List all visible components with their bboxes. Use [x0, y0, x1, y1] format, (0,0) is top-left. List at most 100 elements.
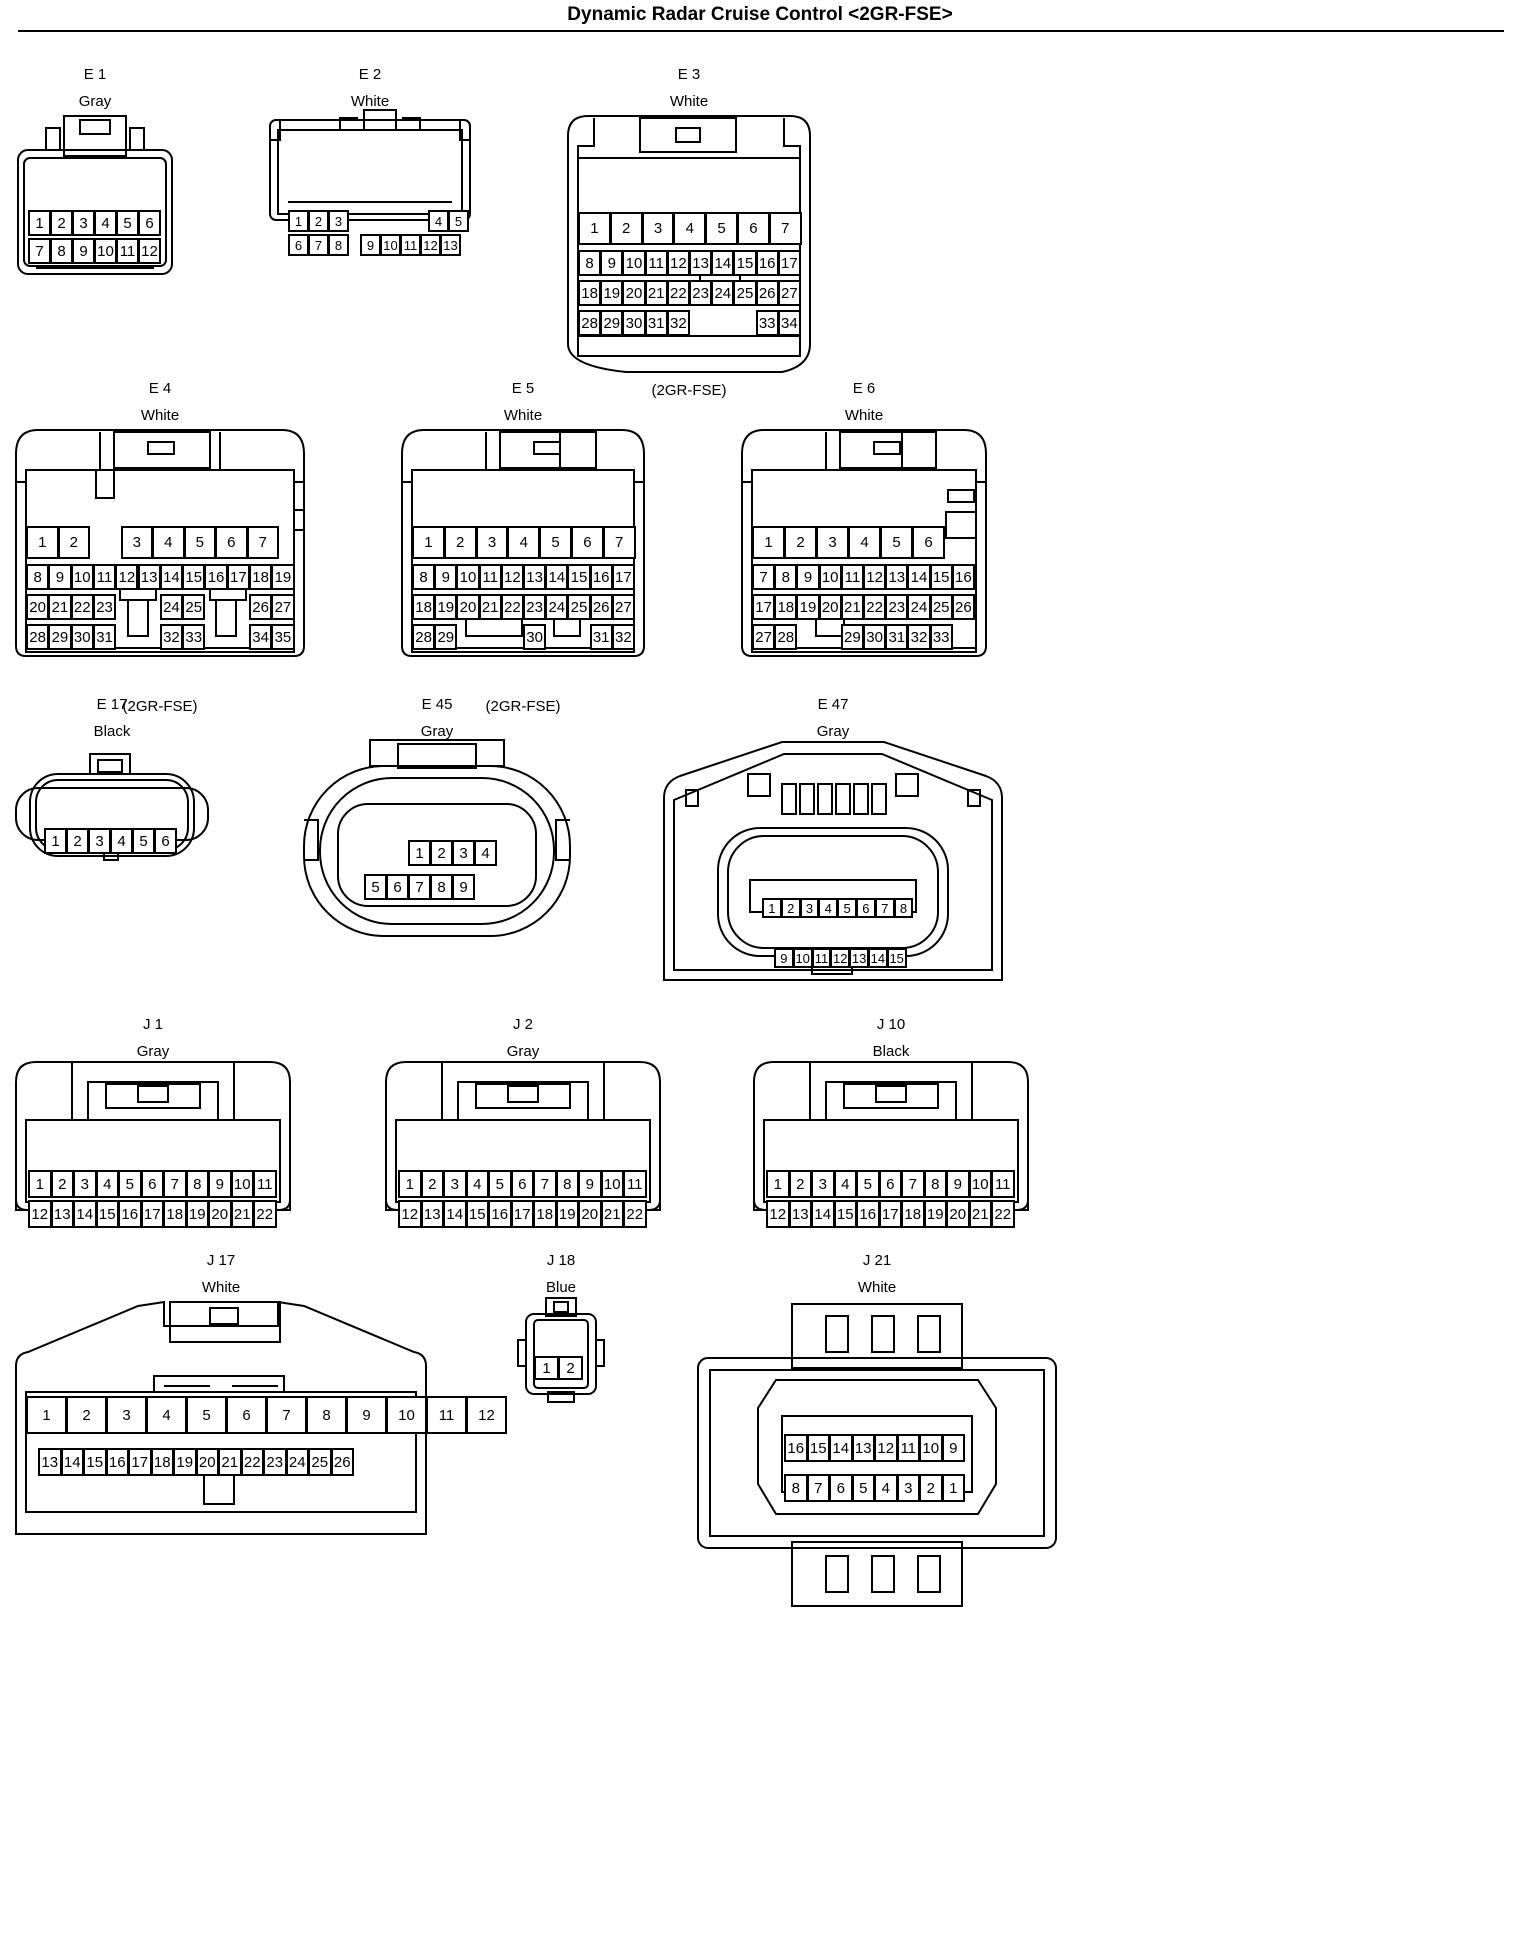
pin-cavity: 31: [644, 310, 668, 336]
pin-cavity: 25: [182, 594, 206, 620]
pin-cavity: 11: [92, 564, 117, 590]
pin-cavity: 6: [571, 526, 604, 559]
connector-id: E 4: [148, 380, 172, 397]
pin-cavity: 7: [533, 1170, 557, 1198]
pin-cavity: 14: [443, 1200, 467, 1228]
connector-id: E 5: [511, 380, 535, 397]
pin-cavity: 1: [941, 1474, 965, 1502]
pin-cavity: 8: [784, 1474, 808, 1502]
pin-cavity: 25: [929, 594, 953, 620]
pin-cavity: 21: [48, 594, 72, 620]
connector-color: Black: [93, 723, 131, 740]
pin-cavity: 8: [893, 898, 914, 918]
pin-cavity: 16: [856, 1200, 880, 1228]
pin-cavity: 2: [919, 1474, 943, 1502]
pin-cavity: 3: [328, 210, 349, 232]
pin-cavity: 21: [478, 594, 502, 620]
pin-cavity: 7: [901, 1170, 925, 1198]
pin-cavity: 8: [185, 1170, 209, 1198]
connector-color: White: [140, 407, 180, 424]
pin-cavity: 5: [851, 1474, 875, 1502]
pin-cavity: 9: [774, 948, 794, 968]
pin-cavity: 5: [132, 828, 155, 854]
pin-cavity: 18: [774, 594, 798, 620]
pin-cavity: 10: [968, 1170, 992, 1198]
pin-cavity: 5: [183, 526, 216, 559]
pin-cavity: 1: [288, 210, 309, 232]
pin-cavity: 31: [589, 624, 613, 650]
pin-cavity: 5: [186, 1396, 227, 1434]
pin-cavity: 32: [159, 624, 184, 650]
pin-cavity: 12: [28, 1200, 52, 1228]
pin-cavity: 9: [946, 1170, 970, 1198]
pin-cavity: 9: [48, 564, 72, 590]
pin-cavity: 18: [412, 594, 436, 620]
pin-cavity: 21: [600, 1200, 624, 1228]
pin-cavity: 2: [66, 828, 89, 854]
pin-cavity: 3: [72, 210, 95, 236]
pin-cavity: 5: [705, 212, 738, 245]
pin-cavity: 32: [611, 624, 635, 650]
pin-cavity: 11: [896, 1434, 920, 1462]
pin-cavity: 21: [644, 280, 668, 306]
pin-cavity: 3: [120, 526, 153, 559]
pin-cavity: 7: [266, 1396, 307, 1434]
pin-cavity: 9: [360, 234, 381, 256]
connector-note: (2GR-FSE): [122, 698, 198, 715]
pin-cavity: 6: [386, 874, 409, 900]
pin-cavity: 9: [452, 874, 475, 900]
pin-cavity: 6: [140, 1170, 164, 1198]
pin-cavity: 12: [466, 1396, 507, 1434]
pin-cavity: 4: [146, 1396, 187, 1434]
connector-id: J 18: [546, 1252, 576, 1269]
connector-color: Gray: [136, 1043, 170, 1060]
pin-cavity: 5: [448, 210, 469, 232]
pin-cavity: 28: [412, 624, 436, 650]
connector-id: E 47: [817, 696, 849, 713]
pin-cavity: 5: [116, 210, 139, 236]
connector-id: E 3: [677, 66, 701, 83]
connector-color: Blue: [545, 1279, 577, 1296]
pin-cavity: 11: [478, 564, 502, 590]
pin-cavity: 9: [208, 1170, 232, 1198]
pin-cavity: 19: [173, 1448, 197, 1476]
pin-cavity: 4: [507, 526, 541, 559]
pin-cavity: 17: [128, 1448, 152, 1476]
pin-cavity: 22: [70, 594, 94, 620]
pin-cavity: 6: [138, 210, 161, 236]
pin-cavity: 11: [400, 234, 421, 256]
pin-cavity: 11: [644, 250, 668, 276]
pin-cavity: 25: [733, 280, 757, 306]
pin-cavity: 17: [611, 564, 635, 590]
pin-cavity: 20: [208, 1200, 232, 1228]
connector-color: Gray: [420, 723, 454, 740]
pin-cavity: 8: [412, 564, 436, 590]
pin-cavity: 13: [440, 234, 461, 256]
connector-id: J 2: [512, 1016, 533, 1033]
pin-cavity: 7: [163, 1170, 187, 1198]
pin-cavity: 6: [856, 898, 876, 918]
pin-cavity: 4: [110, 828, 133, 854]
pin-cavity: 10: [792, 948, 813, 968]
connector-id: E 1: [83, 66, 107, 83]
pin-cavity: 24: [545, 594, 569, 620]
pin-cavity: 2: [443, 526, 477, 559]
pin-cavity: 8: [923, 1170, 947, 1198]
pin-cavity: 29: [434, 624, 458, 650]
pin-cavity: 9: [941, 1434, 965, 1462]
pin-cavity: 1: [412, 526, 445, 559]
pin-cavity: 1: [26, 526, 59, 559]
pin-cavity: 32: [666, 310, 690, 336]
pin-cavity: 13: [885, 564, 909, 590]
connector-color: White: [201, 1279, 241, 1296]
pin-cavity: 8: [555, 1170, 579, 1198]
pin-cavity: 3: [73, 1170, 97, 1198]
